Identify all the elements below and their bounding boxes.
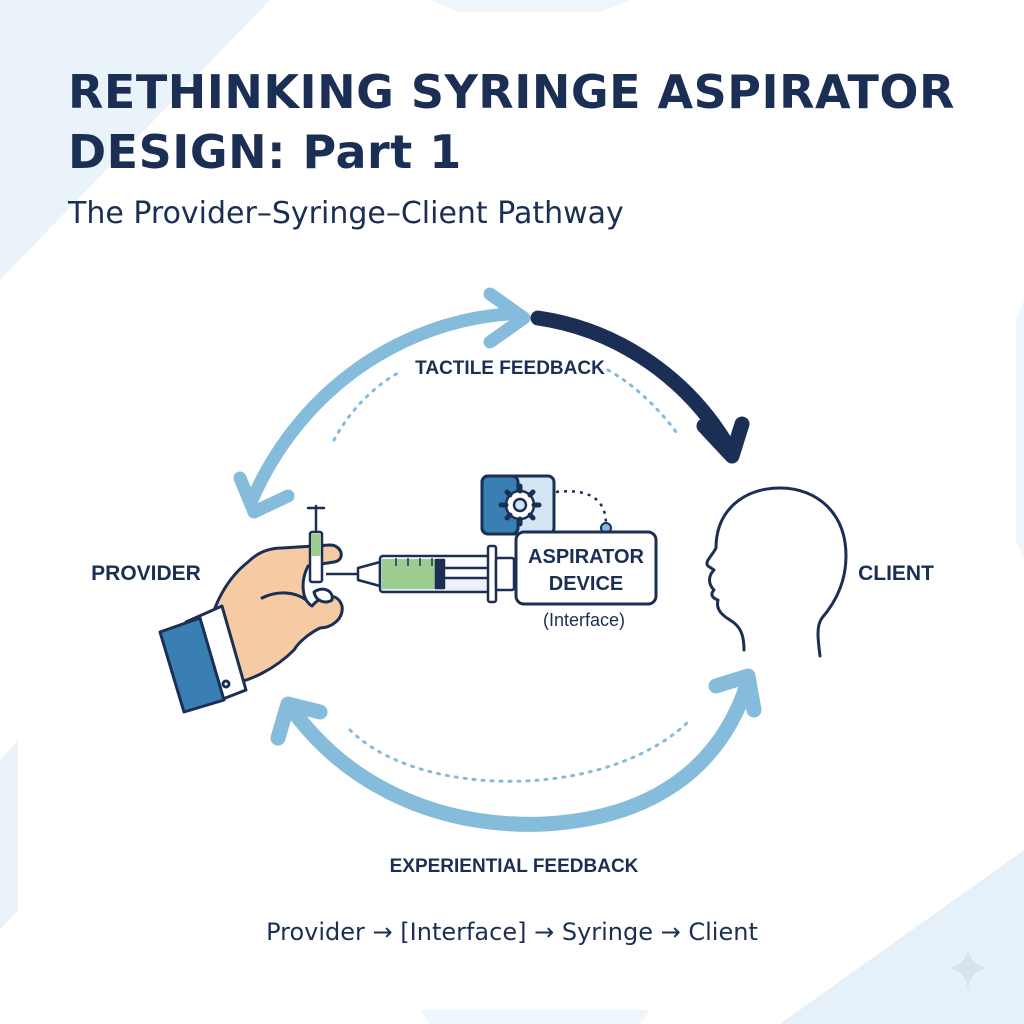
navy-arrowhead xyxy=(696,416,750,464)
provider-to-client-arrow xyxy=(530,310,750,464)
title-line-1: RETHINKING SYRINGE ASPIRATOR xyxy=(68,65,955,119)
syringe-fluid xyxy=(382,559,444,589)
hand-palm xyxy=(202,543,344,686)
client-label: CLIENT xyxy=(858,562,934,585)
tactile-feedback-arc xyxy=(233,287,531,519)
title-line-2: DESIGN: Part 1 xyxy=(68,125,462,179)
pathway-summary: Provider → [Interface] → Syringe → Clien… xyxy=(266,918,758,946)
arc-arrowhead-left xyxy=(233,471,295,519)
head-icon xyxy=(705,486,848,658)
experiential-feedback-label: EXPERIENTIAL FEEDBACK xyxy=(390,856,639,877)
bg-shape-right xyxy=(1016,300,1024,560)
syringe-thumb-press xyxy=(494,556,516,592)
bg-shape-top xyxy=(430,0,630,12)
gear-box xyxy=(480,474,556,536)
bg-shape-bottom xyxy=(420,1010,650,1024)
experiential-feedback-arc xyxy=(270,668,762,832)
hand-thumbnail xyxy=(312,587,334,604)
page-subtitle: The Provider–Syringe–Client Pathway xyxy=(68,196,624,231)
cuff-button xyxy=(221,679,231,689)
device-label-line-1: ASPIRATOR xyxy=(528,546,644,568)
tactile-feedback-label: TACTILE FEEDBACK xyxy=(415,358,605,379)
provider-label: PROVIDER xyxy=(91,562,201,585)
arc-arrowhead-bottom-right xyxy=(708,668,762,718)
dotted-arc-bottom xyxy=(348,718,692,783)
dotted-arc-top-left xyxy=(332,370,402,442)
bg-shape-bottom-right xyxy=(780,850,1024,1024)
aspirator-device-box: ASPIRATOR DEVICE xyxy=(514,530,658,606)
bg-shape-left xyxy=(0,740,18,930)
dotted-arc-top-right xyxy=(606,368,678,434)
syringe-ticks xyxy=(395,558,433,566)
hand-syringe-icon xyxy=(306,504,326,584)
hand-finger-line xyxy=(260,591,308,602)
device-label-line-2: DEVICE xyxy=(549,573,623,595)
gear-icon xyxy=(498,483,542,527)
bg-shape-top-left xyxy=(0,0,270,280)
connector-dotted-line xyxy=(555,490,608,525)
sparkle-icon xyxy=(948,948,988,990)
device-sublabel: (Interface) xyxy=(543,610,625,630)
syringe-hub xyxy=(356,560,382,588)
syringe-icon xyxy=(326,544,516,604)
arc-arrowhead-top xyxy=(483,287,531,349)
syringe-plunger-rod xyxy=(442,566,496,580)
arc-arrowhead-bottom-left xyxy=(270,696,328,746)
page-title: RETHINKING SYRINGE ASPIRATOR DESIGN: Par… xyxy=(68,62,955,182)
hand-icon xyxy=(158,543,344,714)
cuff-blue xyxy=(158,616,226,714)
